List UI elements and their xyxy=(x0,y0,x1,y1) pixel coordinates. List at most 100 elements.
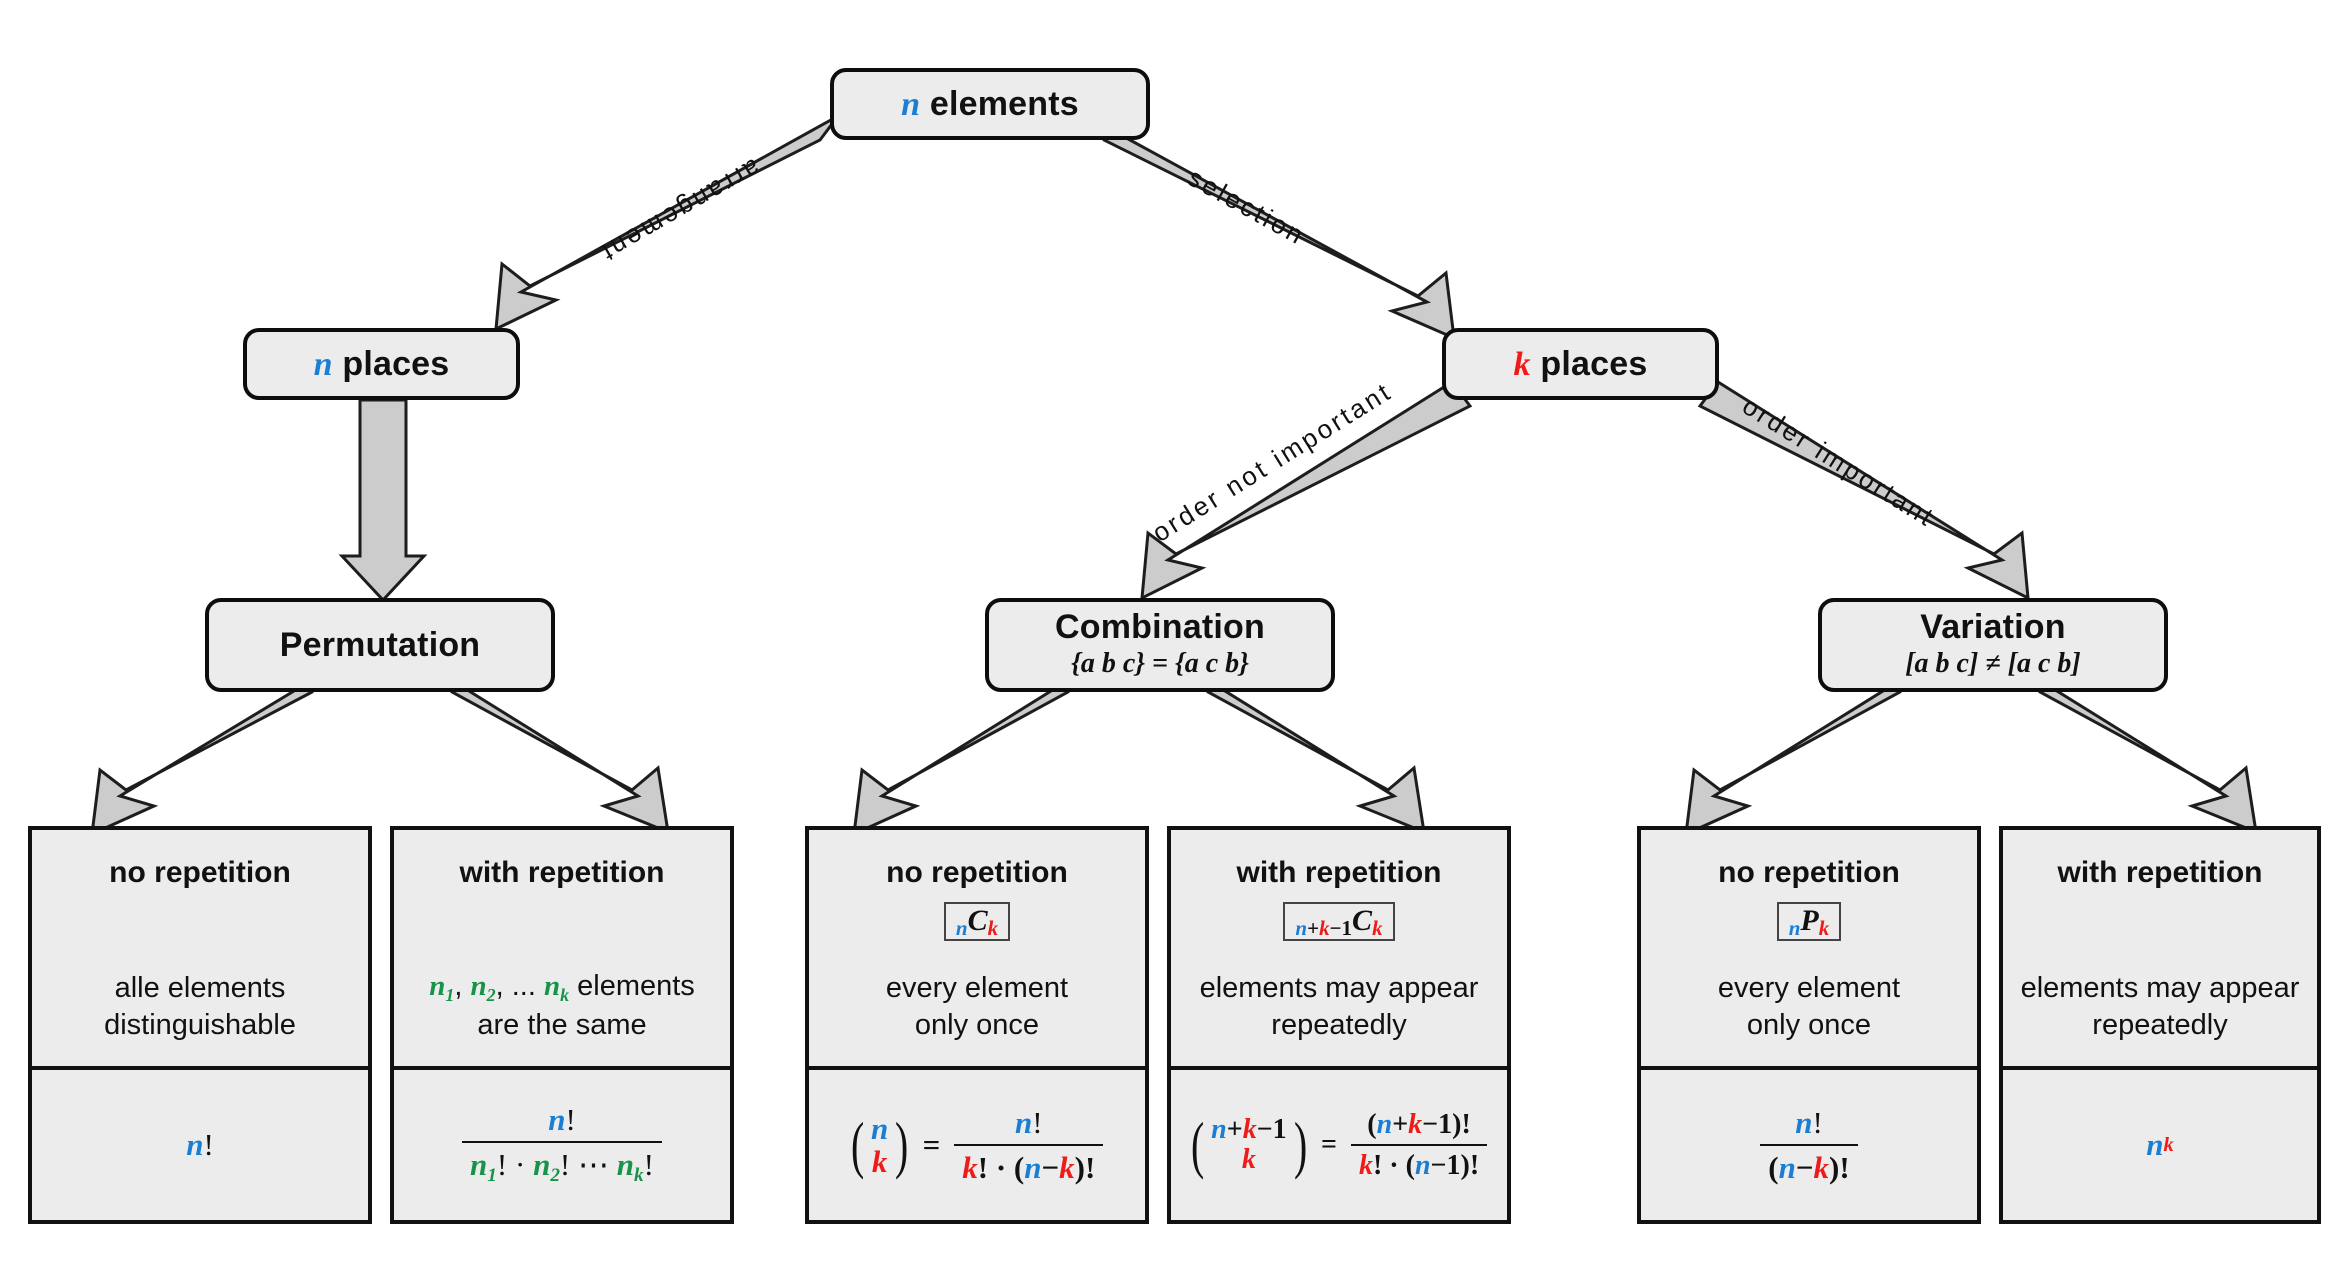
node-variation-title: Variation xyxy=(1920,608,2066,647)
card-desc-line1: n1, n2, ... nk elements xyxy=(394,968,730,1007)
card-top: with repetition n+k−1Ck elements may app… xyxy=(1171,830,1507,1066)
edge-var-norep xyxy=(1684,666,1922,837)
variable-n: n xyxy=(1024,1149,1042,1185)
node-n-places[interactable]: n places xyxy=(243,328,520,400)
variable-n: n xyxy=(313,345,333,383)
variable-nk: nk xyxy=(543,970,570,1005)
variable-k-exponent: k xyxy=(2163,1133,2174,1156)
variable-k: k xyxy=(1241,1144,1256,1175)
card-desc-line2: repeatedly xyxy=(1271,1008,1407,1041)
card-top: no repetition alle elements distinguisha… xyxy=(32,830,368,1066)
node-permutation[interactable]: Permutation xyxy=(205,598,555,692)
card-formula: n! (n−k)! xyxy=(1641,1066,1977,1220)
numerator: n! xyxy=(1795,1104,1823,1140)
node-n-elements-text: elements xyxy=(920,84,1079,123)
cdot: · xyxy=(514,1147,526,1183)
card-description: every element only once xyxy=(1641,970,1977,1044)
comma: , xyxy=(495,970,504,1003)
variable-k: k xyxy=(871,1144,888,1179)
card-heading: with repetition xyxy=(2057,856,2263,889)
node-combination-title: Combination xyxy=(1055,608,1265,647)
node-k-places[interactable]: k places xyxy=(1442,328,1719,400)
card-description: alle elements distinguishable xyxy=(32,970,368,1044)
variable-k: k xyxy=(1372,916,1383,940)
binom-stack: n+k−1 k xyxy=(1208,1113,1290,1175)
card-combination-with-repetition[interactable]: with repetition n+k−1 Ck elements may app… xyxy=(1167,826,1511,1224)
card-desc-line1: elements may appear xyxy=(2020,971,2300,1004)
node-k-places-label: k places xyxy=(1514,345,1648,384)
edge-var-withrep xyxy=(2018,666,2258,835)
edge-perm-norep xyxy=(90,666,334,837)
variable-k: k xyxy=(962,1149,978,1185)
card-variation-no-repetition[interactable]: no repetition n Pk every element only onc… xyxy=(1637,826,1981,1224)
card-variation-with-repetition[interactable]: with repetition elements may appear repe… xyxy=(1999,826,2321,1224)
variable-n2: n2 xyxy=(470,970,496,1005)
variable-k: k xyxy=(1513,345,1531,383)
card-combination-no-repetition[interactable]: no repetition nCk every element only onc… xyxy=(805,826,1149,1224)
edge-perm-withrep xyxy=(430,666,670,835)
fraction: n! (n−k)! xyxy=(1760,1104,1858,1186)
card-desc-line1: elements may appear xyxy=(1199,971,1479,1004)
variable-n: n xyxy=(186,1127,204,1162)
ellipsis: ⋯ xyxy=(578,1147,609,1183)
edge-comb-norep xyxy=(852,666,1090,837)
numerator: n! xyxy=(548,1102,576,1138)
binom-top: n+k−1 xyxy=(1211,1113,1287,1145)
variable-n: n xyxy=(548,1102,566,1138)
variable-n: n xyxy=(1795,1104,1813,1140)
node-n-elements[interactable]: n elements xyxy=(830,68,1150,140)
card-heading: no repetition xyxy=(1718,856,1900,889)
right-paren: ) xyxy=(1293,1109,1307,1181)
denominator: n1! · n2! ⋯ nk! xyxy=(462,1141,662,1187)
card-desc-word: elements xyxy=(577,970,695,1003)
card-formula: ( n k ) = n! k! · (n−k)! xyxy=(809,1066,1145,1220)
card-top: with repetition elements may appear repe… xyxy=(2003,830,2317,1066)
variable-n: n xyxy=(1014,1104,1033,1140)
numerator: (n+k−1)! xyxy=(1367,1108,1471,1140)
variable-k: k xyxy=(987,916,999,940)
edge-label-selection: selection xyxy=(1182,161,1311,252)
node-variation[interactable]: Variation [a b c] ≠ [a c b] xyxy=(1818,598,2168,692)
variable-n1: n1 xyxy=(470,1147,497,1187)
equals-sign: = xyxy=(922,1127,941,1162)
variable-k: k xyxy=(1813,1149,1830,1185)
fraction: n! k! · (n−k)! xyxy=(954,1104,1104,1186)
card-permutation-no-repetition[interactable]: no repetition alle elements distinguisha… xyxy=(28,826,372,1224)
card-top: with repetition n1, n2, ... nk elements … xyxy=(394,830,730,1066)
equals-sign: = xyxy=(1320,1129,1337,1160)
comma: , xyxy=(454,970,463,1003)
symbol-P: P xyxy=(1800,904,1819,937)
card-permutation-with-repetition[interactable]: with repetition n1, n2, ... nk elements … xyxy=(390,826,734,1224)
card-description: elements may appear repeatedly xyxy=(2003,970,2317,1044)
variable-n1: n1 xyxy=(429,970,455,1005)
card-top: no repetition nCk every element only onc… xyxy=(809,830,1145,1066)
symbol-C: C xyxy=(1352,904,1373,937)
card-description: every element only once xyxy=(809,970,1145,1044)
edge-order-not-important xyxy=(1140,379,1473,601)
factorial-symbol: ! xyxy=(203,1127,214,1162)
card-description: elements may appear repeatedly xyxy=(1171,970,1507,1044)
denominator: k! · (n−1)! xyxy=(1350,1143,1488,1182)
variable-k: k xyxy=(1319,916,1330,940)
node-combination[interactable]: Combination {a b c} = {a c b} xyxy=(985,598,1335,692)
card-desc-line1: every element xyxy=(1717,971,1901,1004)
variable-n: n xyxy=(1778,1149,1796,1185)
card-formula: n! xyxy=(32,1066,368,1220)
node-variation-sub: [a b c] ≠ [a c b] xyxy=(1905,647,2081,679)
variable-n2: n2 xyxy=(533,1147,560,1187)
variable-n: n xyxy=(871,1110,889,1146)
edge-label-order-important: order important xyxy=(1737,390,1941,534)
card-top: no repetition nPk every element only onc… xyxy=(1641,830,1977,1066)
ellipsis: ... xyxy=(511,970,536,1003)
notation-badge-nCk: nCk xyxy=(943,902,1011,941)
symbol-C: C xyxy=(967,904,988,937)
variable-k: k xyxy=(1818,916,1830,940)
card-heading: no repetition xyxy=(109,856,291,889)
card-desc-line2: are the same xyxy=(477,1008,647,1041)
card-desc-line2: repeatedly xyxy=(2092,1008,2228,1041)
variable-k: k xyxy=(1059,1149,1075,1185)
left-paren: ( xyxy=(1190,1109,1205,1181)
card-heading: with repetition xyxy=(1236,856,1442,889)
right-paren: ) xyxy=(895,1109,909,1181)
